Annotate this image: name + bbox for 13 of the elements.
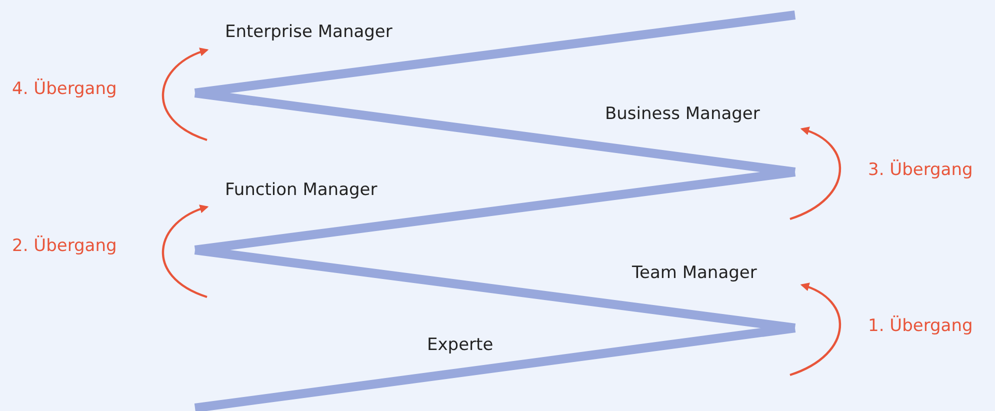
edge-label: 3. Übergang <box>868 160 973 180</box>
level-label: Enterprise Manager <box>225 22 392 42</box>
level-label: Business Manager <box>605 104 760 124</box>
edge-label: 2. Übergang <box>12 236 117 256</box>
level-label: Team Manager <box>632 263 757 283</box>
level-label: Function Manager <box>225 180 378 200</box>
level-label: Experte <box>427 335 494 355</box>
curved-arrow <box>790 283 841 376</box>
edge-label: 4. Übergang <box>12 79 117 99</box>
curved-arrow <box>790 127 841 220</box>
curved-arrow <box>162 205 209 298</box>
curved-arrow <box>162 48 209 142</box>
edge-label: 1. Übergang <box>868 316 973 336</box>
